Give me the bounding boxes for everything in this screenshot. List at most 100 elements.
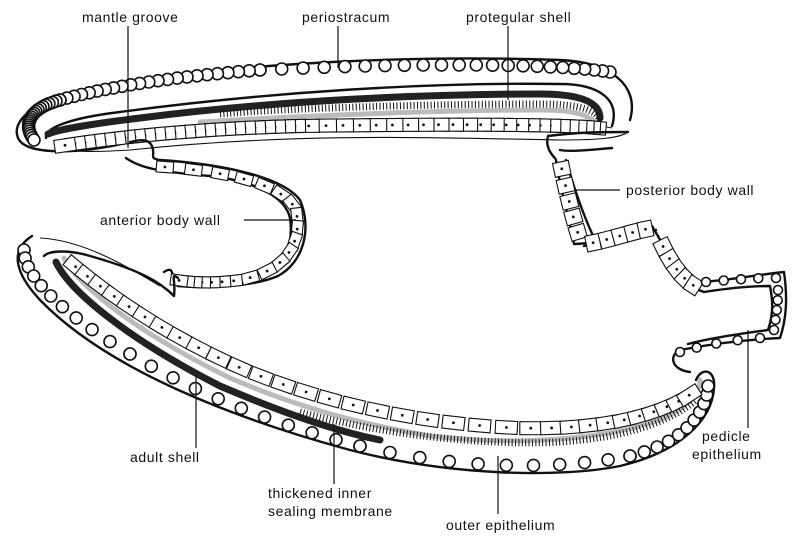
epithelial-cell-circle: [651, 441, 663, 453]
epithelial-cell-circle: [579, 457, 591, 469]
epithelial-cell: [156, 161, 174, 173]
epithelial-cell-circle: [692, 343, 701, 352]
epithelial-cell: [227, 357, 252, 378]
epithelial-cell-circle: [602, 454, 614, 466]
label-protegular-shell: protegular shell: [466, 9, 571, 25]
epithelial-cell-circle: [733, 336, 742, 345]
label-mantle-groove: mantle groove: [82, 9, 179, 25]
epithelial-cell: [416, 411, 440, 427]
label-thickened-inner: thickened inner: [268, 485, 372, 501]
epithelial-cell-circle: [384, 447, 396, 459]
label-pedicle: pedicle: [702, 428, 751, 444]
epithelial-cell-circle: [517, 60, 529, 72]
epithelial-cell-circle: [35, 280, 47, 292]
epithelial-cell: [495, 420, 518, 434]
cell-nucleus: [407, 123, 410, 126]
epithelial-cell-circle: [624, 450, 636, 462]
epithelial-cell-circle: [531, 60, 543, 72]
epithelial-cell-circle: [772, 274, 781, 283]
epithelial-cell-circle: [772, 306, 781, 315]
cell-nucleus: [452, 123, 455, 126]
epithelial-cell-circle: [306, 427, 318, 439]
epithelial-cell-circle: [45, 290, 57, 302]
epithelial-cell-circle: [754, 274, 763, 283]
epithelial-cell-circle: [443, 455, 455, 467]
epithelial-cell: [442, 415, 465, 430]
epithelial-cell-circle: [737, 275, 746, 284]
epithelial-cell-circle: [124, 348, 136, 360]
epithelial-cell-circle: [330, 434, 342, 446]
epithelial-cell-circle: [417, 59, 429, 71]
cell-nucleus: [466, 123, 469, 126]
label-outer-epithelium: outer epithelium: [446, 517, 555, 533]
cell-nucleus: [529, 427, 532, 430]
epithelial-cell: [365, 402, 389, 419]
label-epithelium: epithelium: [692, 446, 762, 462]
lower-mantle-lobe: [18, 236, 714, 473]
epithelial-cell-circle: [436, 59, 448, 71]
epithelial-cell-circle: [414, 452, 426, 464]
epithelial-cell: [271, 375, 296, 394]
epithelial-cell: [248, 366, 273, 386]
cell-nucleus: [437, 123, 440, 126]
epithelial-cell-circle: [774, 286, 783, 295]
epithelial-cell-circle: [297, 62, 309, 74]
epithelial-cell-circle: [472, 458, 484, 470]
epithelial-cell-circle: [756, 334, 765, 343]
epithelial-cell-circle: [56, 301, 68, 313]
epithelial-cell: [184, 163, 202, 176]
epithelial-cell-circle: [544, 61, 556, 73]
epithelial-cell: [468, 418, 491, 433]
epithelial-cell-circle: [676, 348, 685, 357]
epithelial-cell-circle: [712, 339, 721, 348]
epithelial-cell-circle: [104, 336, 116, 348]
epithelial-cell-circle: [554, 459, 566, 471]
epithelial-cell-circle: [167, 372, 179, 384]
epithelial-cell-circle: [86, 324, 98, 336]
epithelial-cell-circle: [568, 62, 580, 74]
epithelial-cell: [294, 382, 319, 401]
epithelial-cell: [560, 193, 579, 210]
epithelial-cell: [556, 177, 575, 194]
epithelial-cell-circle: [398, 59, 410, 71]
epithelial-cell-circle: [773, 296, 782, 305]
epithelial-cell-circle: [771, 315, 780, 324]
epithelial-cell-circle: [487, 59, 499, 71]
epithelial-cell-circle: [359, 60, 371, 72]
cell-nucleus: [375, 124, 378, 127]
label-sealing-membrane: sealing membrane: [268, 503, 393, 519]
epithelial-cell-circle: [70, 312, 82, 324]
epithelial-cell: [540, 421, 562, 435]
upper-epithelium-cells: [54, 118, 607, 153]
epithelial-cell: [170, 274, 188, 287]
epithelial-cell-circle: [638, 446, 650, 458]
cell-nucleus: [505, 123, 508, 126]
epithelial-cell: [520, 422, 542, 435]
cell-nucleus: [492, 123, 495, 126]
epithelial-cell-circle: [719, 276, 728, 285]
epithelial-cell-circle: [276, 63, 288, 75]
cell-nucleus: [479, 123, 482, 126]
cell-nucleus: [391, 124, 394, 127]
epithelial-cell-circle: [145, 360, 157, 372]
epithelial-cell-circle: [28, 134, 40, 146]
epithelial-cell-circle: [702, 278, 711, 287]
epithelial-cell: [637, 220, 654, 239]
epithelial-cell-circle: [470, 59, 482, 71]
epithelial-cell-circle: [235, 402, 247, 414]
epithelial-cell-circle: [702, 380, 714, 392]
label-posterior-body-wall: posterior body wall: [626, 182, 754, 198]
epithelial-cell-circle: [212, 393, 224, 405]
epithelial-cell: [390, 407, 414, 424]
epithelial-cell-circle: [259, 411, 271, 423]
epithelial-cell-circle: [318, 61, 330, 73]
epithelial-cell-circle: [339, 61, 351, 73]
epithelial-cell: [54, 137, 77, 153]
epithelial-cell-circle: [379, 60, 391, 72]
epithelial-cell-circle: [770, 326, 779, 335]
epithelial-cell-circle: [557, 62, 569, 74]
epithelial-cell-circle: [282, 419, 294, 431]
epithelial-cell: [317, 390, 342, 408]
epithelial-cell: [211, 167, 230, 181]
